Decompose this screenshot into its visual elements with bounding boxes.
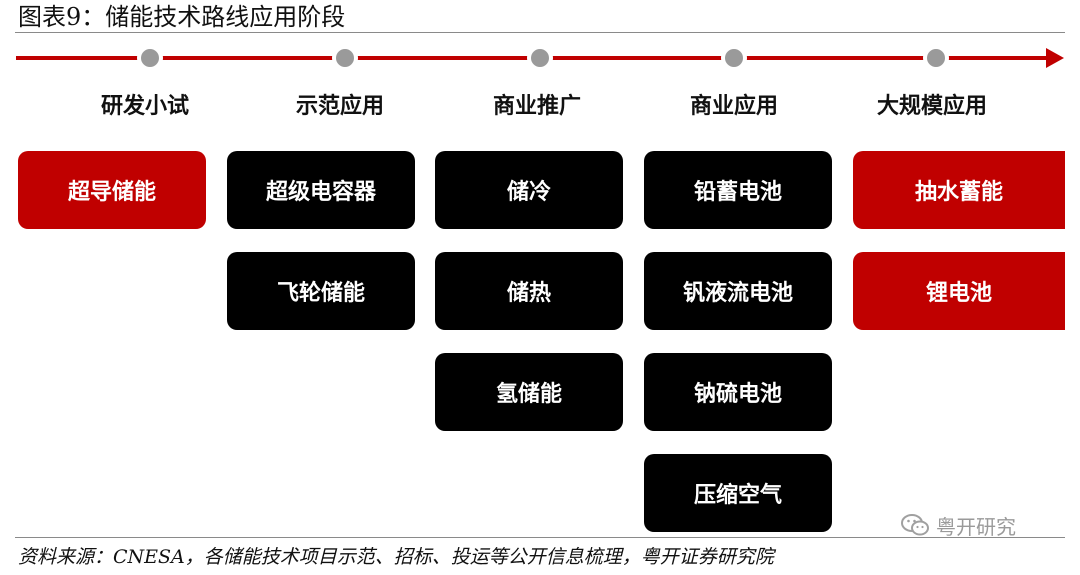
watermark: 粤开研究 (900, 512, 1016, 539)
technology-box: 压缩空气 (644, 454, 832, 532)
bottom-divider (15, 537, 1065, 538)
technology-box: 储热 (435, 252, 623, 330)
timeline-node (527, 45, 553, 71)
stage-label: 示范应用 (295, 94, 384, 119)
wechat-icon (901, 514, 929, 536)
timeline-node (137, 45, 163, 71)
top-divider (15, 32, 1065, 33)
technology-box: 飞轮储能 (227, 252, 415, 330)
technology-box: 储冷 (435, 151, 623, 229)
timeline-node (923, 45, 949, 71)
watermark-text: 粤开研究 (936, 514, 1016, 539)
technology-box: 钠硫电池 (644, 353, 832, 431)
stage-label: 研发小试 (100, 94, 189, 119)
figure-title: 图表9：储能技术路线应用阶段 (18, 3, 346, 31)
timeline-node (332, 45, 358, 71)
technology-box: 铅蓄电池 (644, 151, 832, 229)
stage-label: 商业应用 (689, 94, 778, 119)
technology-box: 锂电池 (853, 252, 1065, 330)
technology-box: 超级电容器 (227, 151, 415, 229)
timeline-arrowhead-icon (1046, 48, 1064, 68)
source-note: 资料来源：CNESA，各储能技术项目示范、招标、投运等公开信息梳理，粤开证券研究… (18, 546, 774, 568)
technology-box: 氢储能 (435, 353, 623, 431)
stage-label: 大规模应用 (876, 94, 987, 119)
technology-box: 超导储能 (18, 151, 206, 229)
timeline-node (721, 45, 747, 71)
technology-box: 钒液流电池 (644, 252, 832, 330)
technology-box: 抽水蓄能 (853, 151, 1065, 229)
stage-label: 商业推广 (492, 94, 581, 119)
